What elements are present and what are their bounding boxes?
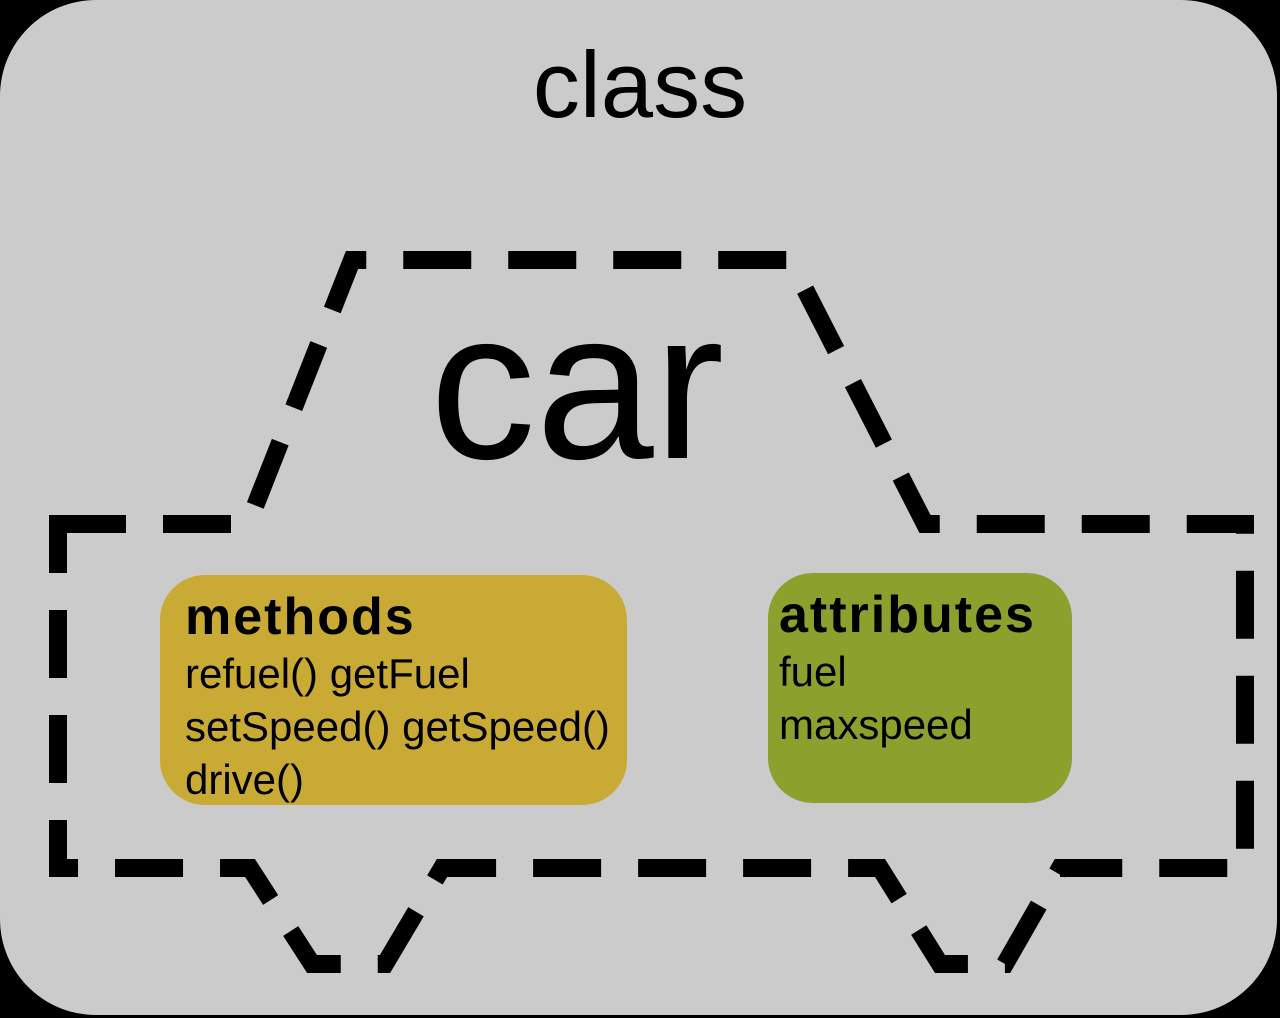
- attribute-item: fuel: [779, 648, 847, 695]
- attributes-title: attributes: [779, 586, 1036, 644]
- attributes-box: attributes fuel maxspeed: [768, 573, 1072, 803]
- class-title: class: [532, 32, 748, 137]
- car-silhouette-path: [49, 251, 1254, 973]
- car-label: car: [429, 266, 725, 503]
- method-item: refuel() getFuel: [185, 650, 470, 697]
- methods-box: methods refuel() getFuel setSpeed() getS…: [160, 575, 627, 805]
- method-item: setSpeed() getSpeed(): [185, 703, 610, 750]
- attribute-item: maxspeed: [779, 701, 973, 748]
- method-item: drive(): [185, 756, 305, 803]
- methods-title: methods: [185, 588, 416, 646]
